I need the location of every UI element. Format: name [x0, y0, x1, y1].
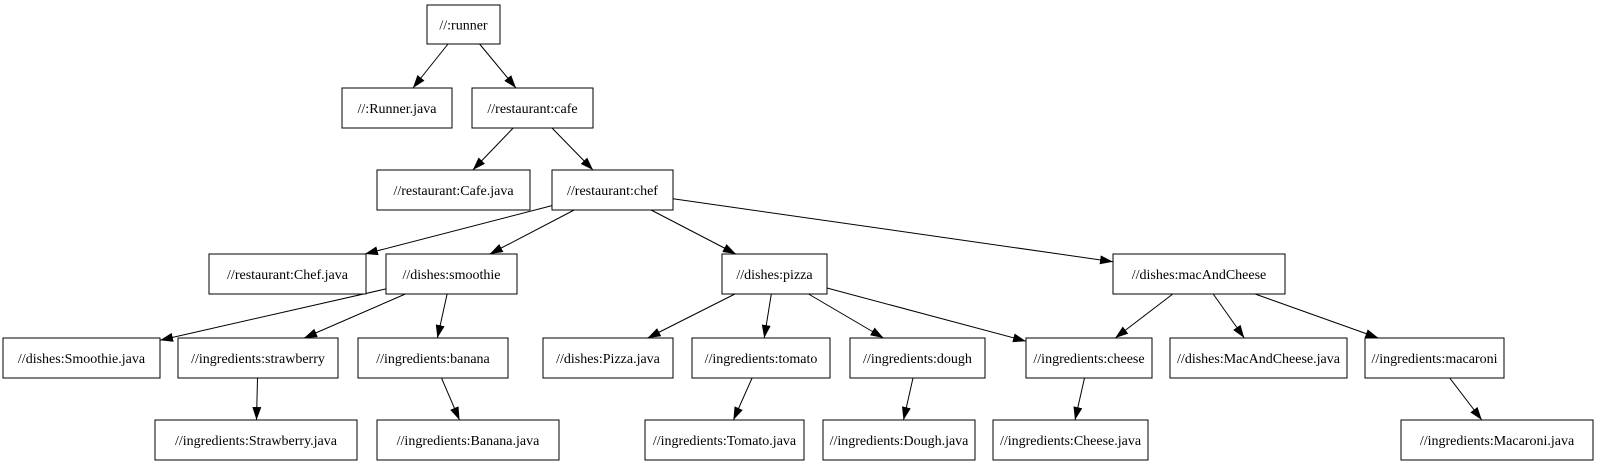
graph-node-label-chef: //restaurant:chef	[567, 184, 658, 199]
edge-macaroni-to-macaroni_java	[1449, 377, 1483, 421]
edge-strawberry-to-strawberry_java	[252, 377, 262, 421]
edge-mac_and_cheese-to-mac_and_cheese_java	[1212, 293, 1245, 339]
edge-smoothie-to-banana	[435, 293, 448, 339]
edge-pizza-to-pizza_java	[647, 293, 736, 339]
graph-node-label-strawberry: //ingredients:strawberry	[191, 352, 325, 367]
graph-node-smoothie_java: //dishes:Smoothie.java	[2, 337, 161, 379]
graph-node-label-cafe: //restaurant:cafe	[487, 102, 577, 117]
graph-node-label-smoothie_java: //dishes:Smoothie.java	[18, 352, 146, 367]
graph-node-cheese: //ingredients:cheese	[1025, 337, 1153, 379]
edge-smoothie-to-strawberry	[303, 293, 406, 339]
graph-node-label-macaroni_java: //ingredients:Macaroni.java	[1420, 434, 1575, 449]
edge-tomato-to-tomato_java	[732, 377, 753, 421]
graph-node-chef: //restaurant:chef	[551, 169, 674, 211]
graph-node-label-cafe_java: //restaurant:Cafe.java	[393, 184, 514, 199]
edge-runner-to-cafe	[479, 43, 517, 89]
edges-layer	[159, 43, 1483, 421]
nodes-layer: //:runner //:Runner.java //restaurant:cafe…	[2, 4, 1594, 461]
graph-node-cafe: //restaurant:cafe	[471, 87, 594, 129]
graph-node-pizza: //dishes:pizza	[721, 253, 828, 295]
graph-node-label-banana_java: //ingredients:Banana.java	[397, 434, 540, 449]
graph-node-label-smoothie: //dishes:smoothie	[403, 268, 501, 283]
graph-node-dough: //ingredients:dough	[849, 337, 986, 379]
graph-node-label-macaroni: //ingredients:macaroni	[1372, 352, 1498, 367]
edge-pizza-to-dough	[808, 293, 884, 339]
graph-node-strawberry: //ingredients:strawberry	[177, 337, 339, 379]
graph-node-cheese_java: //ingredients:Cheese.java	[992, 419, 1149, 461]
edge-pizza-to-tomato	[761, 293, 772, 339]
graph-node-banana_java: //ingredients:Banana.java	[376, 419, 560, 461]
graph-node-cafe_java: //restaurant:Cafe.java	[376, 169, 531, 211]
edge-chef-to-mac_and_cheese	[672, 198, 1114, 265]
edge-cheese-to-cheese_java	[1073, 377, 1085, 421]
graph-node-label-banana: //ingredients:banana	[376, 352, 490, 367]
graph-node-tomato: //ingredients:tomato	[691, 337, 831, 379]
edge-cafe-to-cafe_java	[472, 127, 514, 171]
graph-node-macaroni: //ingredients:macaroni	[1364, 337, 1505, 379]
graph-node-label-strawberry_java: //ingredients:Strawberry.java	[175, 434, 338, 449]
graph-node-label-runner: //:runner	[439, 19, 488, 34]
graph-node-runner: //:runner	[426, 4, 501, 45]
graph-node-strawberry_java: //ingredients:Strawberry.java	[154, 419, 358, 461]
graph-node-label-mac_and_cheese: //dishes:macAndCheese	[1132, 268, 1267, 283]
graph-node-label-pizza: //dishes:pizza	[736, 268, 813, 283]
graph-node-label-pizza_java: //dishes:Pizza.java	[556, 352, 661, 367]
edge-chef-to-smoothie	[489, 209, 575, 255]
edge-mac_and_cheese-to-macaroni	[1254, 293, 1379, 339]
edge-mac_and_cheese-to-cheese	[1114, 293, 1174, 339]
graph-node-pizza_java: //dishes:Pizza.java	[542, 337, 674, 379]
edge-smoothie-to-smoothie_java	[159, 288, 387, 342]
graph-node-mac_and_cheese: //dishes:macAndCheese	[1112, 253, 1286, 295]
graph-node-dough_java: //ingredients:Dough.java	[822, 419, 976, 461]
graph-node-chef_java: //restaurant:Chef.java	[208, 253, 367, 295]
graph-node-tomato_java: //ingredients:Tomato.java	[644, 419, 805, 461]
edge-chef-to-pizza	[650, 209, 737, 255]
graph-node-label-tomato: //ingredients:tomato	[705, 352, 818, 367]
edge-dough-to-dough_java	[901, 377, 914, 421]
graph-node-label-mac_and_cheese_java: //dishes:MacAndCheese.java	[1177, 352, 1341, 367]
edge-chef-to-chef_java	[364, 205, 553, 256]
graph-node-label-tomato_java: //ingredients:Tomato.java	[653, 434, 797, 449]
edge-pizza-to-cheese	[826, 287, 1027, 343]
graph-node-runner_java: //:Runner.java	[341, 87, 453, 129]
edge-runner-to-runner_java	[412, 43, 449, 89]
edge-banana-to-banana_java	[441, 377, 460, 421]
graph-node-mac_and_cheese_java: //dishes:MacAndCheese.java	[1169, 337, 1348, 379]
graph-node-label-cheese: //ingredients:cheese	[1033, 352, 1144, 367]
graph-node-label-dough: //ingredients:dough	[863, 352, 972, 367]
edge-cafe-to-chef	[551, 127, 594, 171]
graph-node-macaroni_java: //ingredients:Macaroni.java	[1400, 419, 1594, 461]
graph-node-label-dough_java: //ingredients:Dough.java	[830, 434, 970, 449]
graph-node-banana: //ingredients:banana	[357, 337, 509, 379]
graph-node-label-runner_java: //:Runner.java	[358, 102, 438, 117]
graph-node-smoothie: //dishes:smoothie	[385, 253, 518, 295]
graph-node-label-cheese_java: //ingredients:Cheese.java	[1000, 434, 1142, 449]
graph-node-label-chef_java: //restaurant:Chef.java	[227, 268, 349, 283]
